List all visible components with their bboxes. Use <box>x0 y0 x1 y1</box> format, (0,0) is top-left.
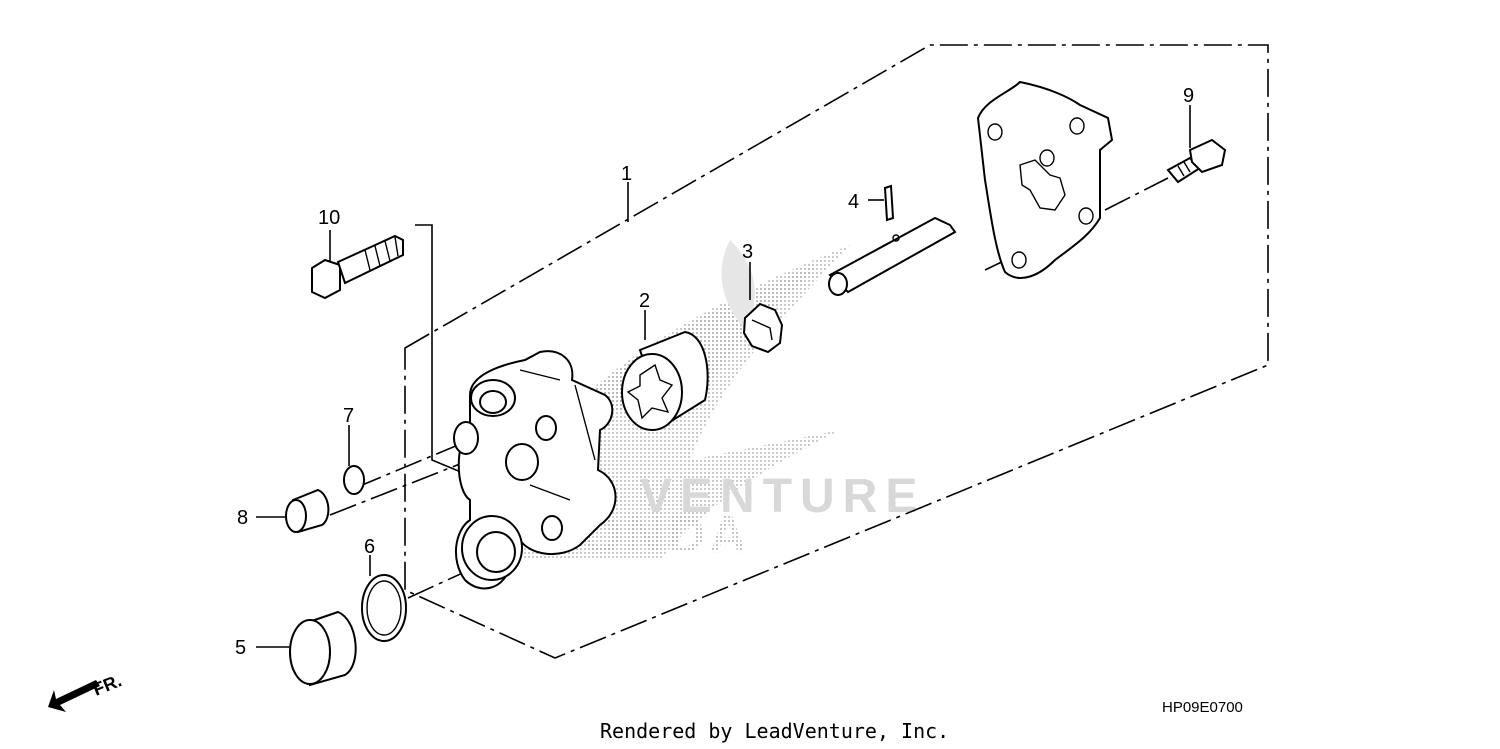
callout-1: 1 <box>621 163 632 185</box>
part-pump-shaft[interactable] <box>828 216 957 296</box>
callout-3: 3 <box>742 241 753 263</box>
part-inner-rotor-3[interactable] <box>742 302 784 354</box>
assembly-outline <box>404 44 1269 659</box>
callout-7: 7 <box>343 405 354 427</box>
callout-5: 5 <box>235 637 246 659</box>
part-o-ring-6[interactable] <box>361 574 407 642</box>
part-sleeve-5[interactable] <box>289 610 357 687</box>
front-arrow-icon <box>48 680 100 712</box>
callout-6: 6 <box>364 536 375 558</box>
callout-2: 2 <box>639 290 650 312</box>
diagram-code: HP09E0700 <box>1162 699 1243 716</box>
part-pump-cover[interactable] <box>976 80 1114 279</box>
credit-text: Rendered by LeadVenture, Inc. <box>600 719 949 743</box>
part-outer-rotor-2[interactable] <box>621 330 709 431</box>
part-bolt-9[interactable] <box>1166 138 1227 184</box>
front-indicator-label: FR. <box>90 670 124 699</box>
callout-8: 8 <box>237 507 248 529</box>
callout-9: 9 <box>1183 85 1194 107</box>
watermark-venture-text: VENTURE <box>640 470 925 523</box>
part-pump-body-1[interactable] <box>453 350 617 590</box>
callout-leaders <box>256 105 1191 648</box>
part-bolt-10[interactable] <box>311 234 404 300</box>
part-pin-4[interactable] <box>883 184 895 222</box>
callout-10: 10 <box>318 207 340 229</box>
callout-4: 4 <box>848 191 859 213</box>
part-collar-8[interactable] <box>285 488 330 534</box>
part-o-ring-7[interactable] <box>343 465 365 495</box>
